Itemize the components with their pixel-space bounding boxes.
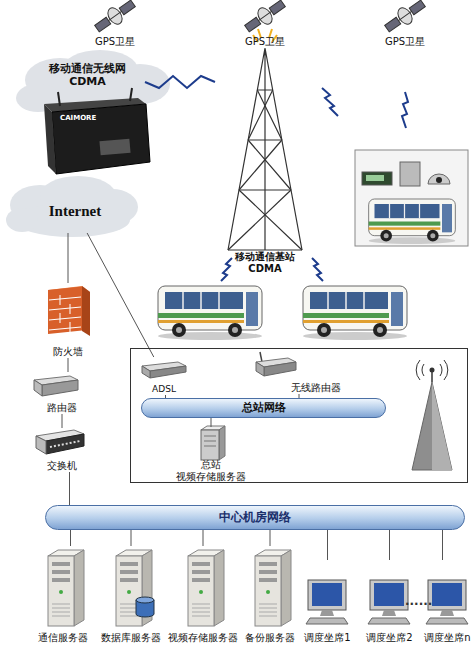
wireless-link — [312, 258, 323, 281]
server-node: 总站 视频存储服务器 — [161, 427, 261, 483]
wireless-link — [221, 258, 232, 281]
node-label: GPS卫星 — [385, 36, 425, 48]
node-label: ADSL — [152, 384, 176, 395]
server-icon — [48, 550, 84, 626]
node-label: Internet — [49, 202, 102, 220]
network-band: 总站网络 — [141, 398, 386, 418]
network-cable — [389, 530, 390, 560]
cloud-shape — [6, 176, 138, 237]
satellite-icon — [92, 0, 138, 36]
node-label: 备份服务器 — [245, 632, 295, 644]
monitor-icon — [306, 580, 348, 624]
server-icon — [201, 426, 225, 460]
node-label: 调度坐席2 — [366, 632, 412, 644]
satellite-node: GPS卫星 — [375, 0, 435, 48]
modem-device — [44, 88, 150, 174]
network-cable — [68, 233, 69, 283]
network-cable — [62, 414, 63, 428]
satellite-icon — [382, 0, 428, 36]
brand-text: CAIMORE — [60, 114, 96, 122]
server-node: 视频存储服务器 — [166, 546, 240, 644]
network-band: 中心机房网络 — [45, 505, 465, 530]
ellipsis-mark: ...... — [405, 594, 432, 608]
network-cable — [327, 530, 328, 560]
network-cable — [442, 530, 443, 560]
node-label: GPS卫星 — [245, 36, 285, 48]
server-node: 通信服务器 — [30, 546, 96, 644]
switch-icon — [36, 430, 84, 454]
node-label: 移动通信无线网 CDMA — [46, 62, 130, 88]
node-label: 总站 视频存储服务器 — [171, 459, 251, 483]
network-cloud: 移动通信无线网 CDMA — [30, 62, 145, 102]
network-cable — [68, 358, 69, 372]
node-label: 通信服务器 — [38, 632, 88, 644]
node-label: GPS卫星 — [95, 36, 135, 48]
server-icon — [255, 550, 291, 626]
wireless-link — [402, 92, 408, 128]
monitor-icon — [368, 580, 410, 624]
antenna-tower — [412, 360, 452, 470]
node-label: 移动通信基站 CDMA — [229, 251, 301, 275]
station-frame: ADSL 无线路由器总站网络总站 视频存储服务器 — [130, 348, 468, 483]
adsl-modem-icon — [142, 362, 186, 378]
network-cable — [87, 233, 154, 357]
wireless-router-icon — [256, 352, 296, 376]
wireless-link — [322, 88, 338, 116]
cloud-shape — [16, 50, 170, 116]
base-station: 移动通信基站 CDMA — [215, 40, 315, 275]
bus-image — [158, 286, 262, 340]
firewall-node: 防火墙 — [42, 283, 94, 358]
node-label: 中心机房网络 — [219, 510, 291, 524]
node-label: 交换机 — [47, 460, 77, 472]
node-label: 数据库服务器 — [101, 632, 161, 644]
vehicle-terminal-box — [355, 150, 468, 246]
network-cable — [70, 530, 71, 546]
node-label: 总站网络 — [242, 401, 286, 414]
bus-image — [303, 286, 407, 340]
network-cable — [270, 530, 271, 546]
node-label: 防火墙 — [53, 346, 83, 358]
router-node: 路由器 — [30, 372, 94, 414]
adsl-node: ADSL — [138, 357, 190, 395]
router-icon — [34, 376, 78, 396]
node-label: 调度坐席1 — [304, 632, 350, 644]
network-cable — [131, 530, 132, 546]
firewall-icon — [48, 286, 90, 336]
wireless-router-node: 无线路由器 — [253, 354, 345, 394]
switch-node: 交换机 — [30, 428, 94, 472]
tower-structure — [228, 48, 302, 250]
server-node: 备份服务器 — [240, 546, 300, 644]
satellite-node: GPS卫星 — [235, 0, 295, 48]
server-node: 数据库服务器 — [98, 546, 164, 644]
network-cable — [203, 530, 204, 546]
satellite-icon — [242, 0, 288, 36]
node-label: 无线路由器 — [291, 382, 345, 394]
network-cable — [69, 472, 70, 505]
wireless-link — [145, 76, 215, 88]
workstation-node: 调度坐席1 — [300, 560, 355, 644]
satellite-node: GPS卫星 — [85, 0, 145, 48]
server-icon — [188, 550, 224, 626]
node-label: 调度坐席n — [424, 632, 470, 644]
internet-cloud: Internet — [15, 188, 135, 233]
network-cable — [211, 418, 212, 427]
bus-image — [369, 199, 456, 244]
database-cylinder — [136, 597, 154, 617]
node-label: 视频存储服务器 — [168, 632, 238, 644]
node-label: 路由器 — [47, 402, 77, 414]
